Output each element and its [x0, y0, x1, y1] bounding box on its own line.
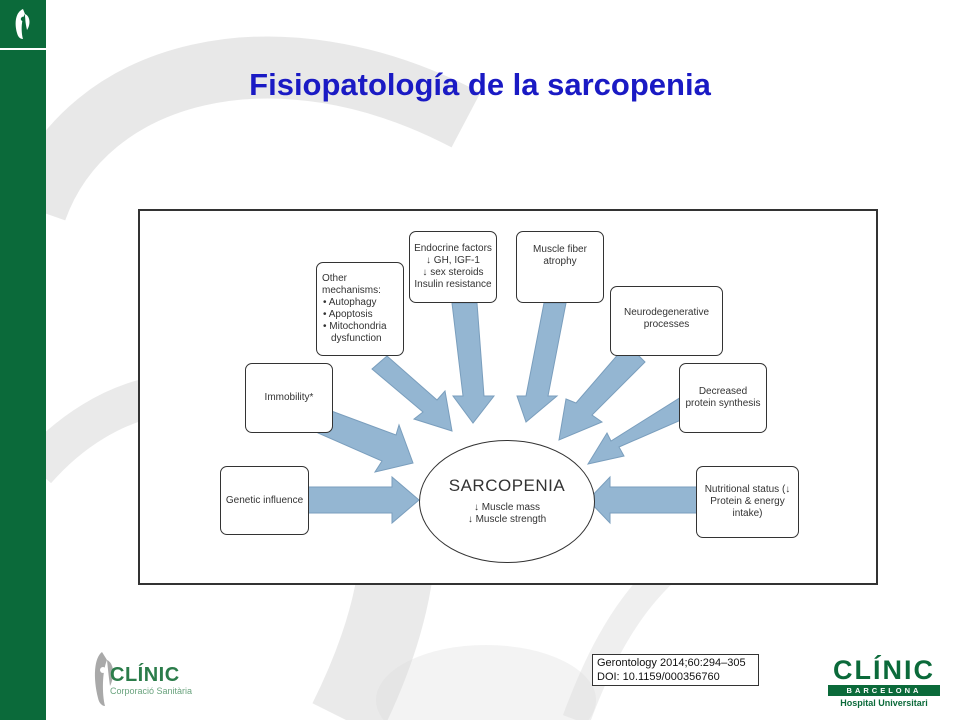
endocrine-line-3: ↓ sex steroids — [422, 267, 484, 278]
clinic-right-subtitle: Hospital Universitari — [840, 698, 928, 708]
mechanism-apoptosis: Apoptosis — [329, 309, 398, 321]
clinic-left-name: CLÍNIC — [110, 664, 180, 686]
clinic-left-logo-icon — [94, 652, 114, 706]
node-decreased-protein: Decreased protein synthesis — [679, 363, 767, 433]
arrow-other — [371, 355, 453, 432]
arrow-endocrine — [451, 302, 496, 424]
corner-logo — [0, 0, 46, 50]
sidebar-band — [0, 0, 46, 720]
clinic-symbol-icon — [15, 9, 30, 39]
node-muscle-fiber-atrophy: Muscle fiber atrophy — [516, 231, 604, 303]
arrow-nutrition — [587, 475, 703, 525]
slide-title: Fisiopatología de la sarcopenia — [249, 67, 711, 102]
arrow-neuro — [558, 343, 646, 441]
citation-box: Gerontology 2014;60:294–305 DOI: 10.1159… — [592, 654, 759, 686]
diagram-frame: Genetic influence Immobility* Other mech… — [138, 209, 878, 585]
node-nutritional-status: Nutritional status (↓ Protein & energy i… — [696, 466, 799, 538]
endocrine-line-1: Endocrine factors — [414, 243, 492, 254]
citation-doi: DOI: 10.1159/000356760 — [597, 671, 720, 683]
citation-journal: Gerontology 2014;60:294–305 — [597, 657, 746, 669]
arrow-fiber — [516, 302, 567, 423]
clinic-right-city: BARCELONA — [828, 685, 940, 696]
other-mechanisms-list: Autophagy Apoptosis Mitochondria dysfunc… — [322, 297, 398, 345]
node-nutrition-label: Nutritional status (↓ Protein & energy i… — [704, 484, 791, 519]
mechanism-mitochondria: Mitochondria dysfunction — [329, 321, 398, 345]
clinic-left-subtitle: Corporació Sanitària — [110, 686, 193, 696]
node-other-mechanisms: Other mechanisms: Autophagy Apoptosis Mi… — [316, 262, 404, 356]
clinic-right-name: CLÍNIC — [833, 655, 935, 685]
mechanism-autophagy: Autophagy — [329, 297, 398, 309]
node-genetic-label: Genetic influence — [225, 494, 304, 506]
arrow-genetic — [301, 475, 420, 525]
sarcopenia-title: SARCOPENIA — [448, 476, 566, 495]
effect-muscle-strength: ↓ Muscle strength — [467, 514, 547, 525]
other-mechanisms-heading: Other mechanisms: — [322, 273, 381, 296]
node-immobility: Immobility* — [245, 363, 333, 433]
node-genetic-influence: Genetic influence — [220, 466, 309, 535]
node-neurodegenerative: Neurodegenerative processes — [610, 286, 723, 356]
node-neuro-label: Neurodegenerative processes — [623, 307, 710, 330]
node-protein-label: Decreased protein synthesis — [685, 386, 761, 409]
arrow-immobility — [317, 408, 414, 473]
clinic-right-logo: CLÍNIC BARCELONA Hospital Universitari — [828, 656, 940, 708]
sarcopenia-effects: ↓ Muscle mass ↓ Muscle strength — [420, 502, 594, 526]
endocrine-line-2: ↓ GH, IGF-1 — [426, 255, 480, 266]
node-sarcopenia: SARCOPENIA ↓ Muscle mass ↓ Muscle streng… — [419, 440, 595, 563]
node-fiber-label: Muscle fiber atrophy — [533, 244, 587, 267]
node-endocrine-factors: Endocrine factors ↓ GH, IGF-1 ↓ sex ster… — [409, 231, 497, 303]
diagram-arrows — [301, 302, 703, 525]
node-immobility-label: Immobility* — [264, 392, 314, 403]
clinic-left-wordmark: CLÍNIC Corporació Sanitària — [110, 664, 192, 696]
endocrine-line-4: Insulin resistance — [414, 279, 492, 290]
effect-muscle-mass: ↓ Muscle mass — [473, 502, 541, 513]
